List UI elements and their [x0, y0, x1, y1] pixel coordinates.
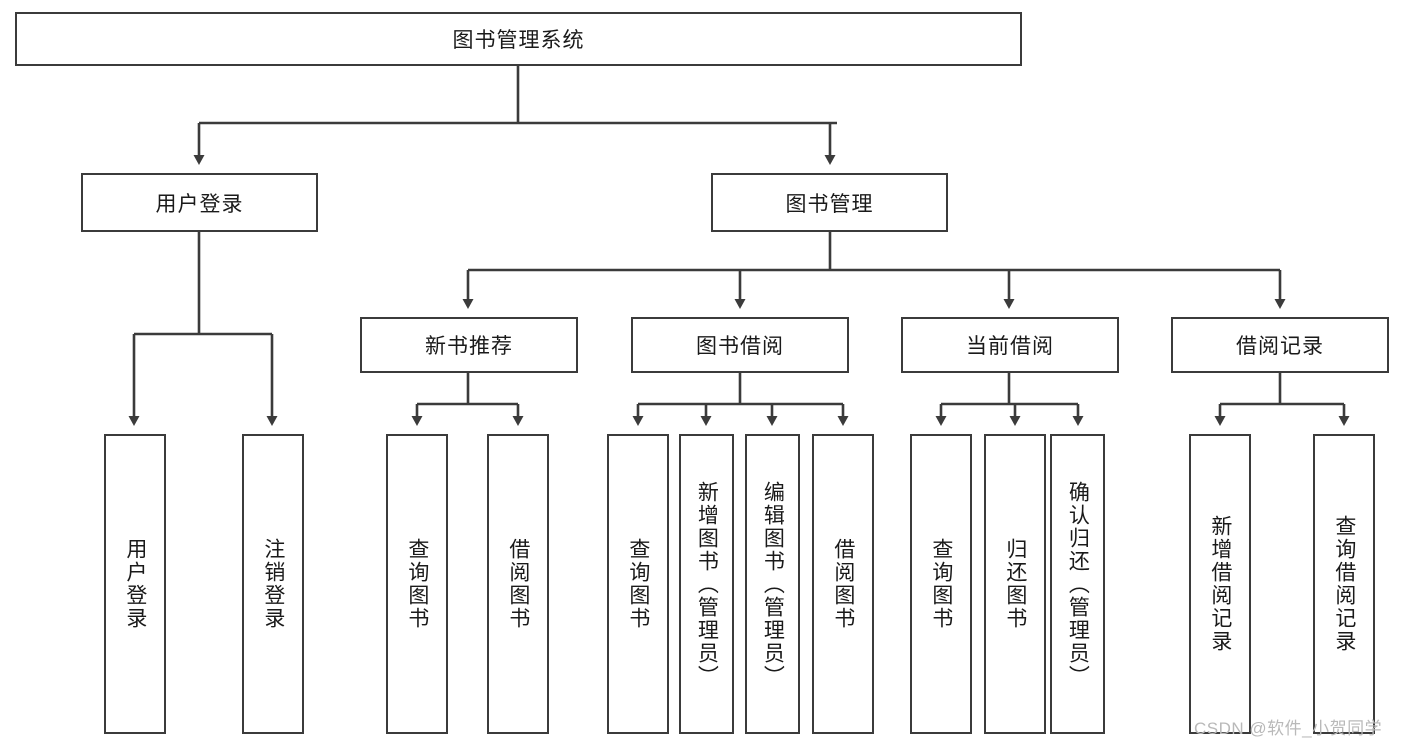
node-root-label: 图书管理系统 [452, 29, 585, 52]
node-leaf-borrow-book-1[interactable]: 借阅图书 [487, 434, 549, 734]
node-current-borrow-label: 当前借阅 [966, 335, 1054, 358]
node-borrow-record-label: 借阅记录 [1236, 335, 1324, 358]
node-leaf-confirm-return[interactable]: 确认归还（管理员） [1050, 434, 1105, 734]
node-root[interactable]: 图书管理系统 [15, 12, 1022, 66]
node-leaf-add-book-label: 新增图书（管理员） [695, 480, 719, 688]
csdn-watermark: CSDN @软件_小贺同学 [1194, 719, 1383, 738]
node-user-login-label: 用户登录 [155, 192, 244, 216]
node-leaf-add-record-label: 新增借阅记录 [1208, 515, 1232, 653]
node-new-book-recommend-label: 新书推荐 [425, 335, 513, 358]
node-book-management-label: 图书管理 [785, 192, 874, 216]
node-borrow-record[interactable]: 借阅记录 [1171, 317, 1389, 373]
node-leaf-return-book-label: 归还图书 [1003, 538, 1027, 630]
node-leaf-add-book[interactable]: 新增图书（管理员） [679, 434, 734, 734]
node-leaf-query-book-3[interactable]: 查询图书 [910, 434, 972, 734]
node-leaf-query-record-label: 查询借阅记录 [1332, 515, 1356, 653]
node-leaf-query-book-1[interactable]: 查询图书 [386, 434, 448, 734]
node-leaf-edit-book[interactable]: 编辑图书（管理员） [745, 434, 800, 734]
node-leaf-query-book-2[interactable]: 查询图书 [607, 434, 669, 734]
node-leaf-user-logout[interactable]: 注销登录 [242, 434, 304, 734]
node-leaf-user-login-label: 用户登录 [123, 538, 147, 630]
node-leaf-query-record[interactable]: 查询借阅记录 [1313, 434, 1375, 734]
node-book-management[interactable]: 图书管理 [711, 173, 948, 232]
node-book-borrow[interactable]: 图书借阅 [631, 317, 849, 373]
node-leaf-query-book-1-label: 查询图书 [405, 538, 429, 630]
node-leaf-borrow-book-2[interactable]: 借阅图书 [812, 434, 874, 734]
node-leaf-confirm-return-label: 确认归还（管理员） [1066, 480, 1090, 688]
node-leaf-user-login[interactable]: 用户登录 [104, 434, 166, 734]
node-current-borrow[interactable]: 当前借阅 [901, 317, 1119, 373]
node-leaf-add-record[interactable]: 新增借阅记录 [1189, 434, 1251, 734]
node-leaf-return-book[interactable]: 归还图书 [984, 434, 1046, 734]
node-leaf-borrow-book-2-label: 借阅图书 [831, 538, 855, 630]
node-new-book-recommend[interactable]: 新书推荐 [360, 317, 578, 373]
node-leaf-query-book-3-label: 查询图书 [929, 538, 953, 630]
node-leaf-borrow-book-1-label: 借阅图书 [506, 538, 530, 630]
node-leaf-user-logout-label: 注销登录 [261, 538, 285, 630]
node-book-borrow-label: 图书借阅 [696, 335, 784, 358]
node-leaf-edit-book-label: 编辑图书（管理员） [761, 480, 785, 688]
node-leaf-query-book-2-label: 查询图书 [626, 538, 650, 630]
node-user-login[interactable]: 用户登录 [81, 173, 318, 232]
